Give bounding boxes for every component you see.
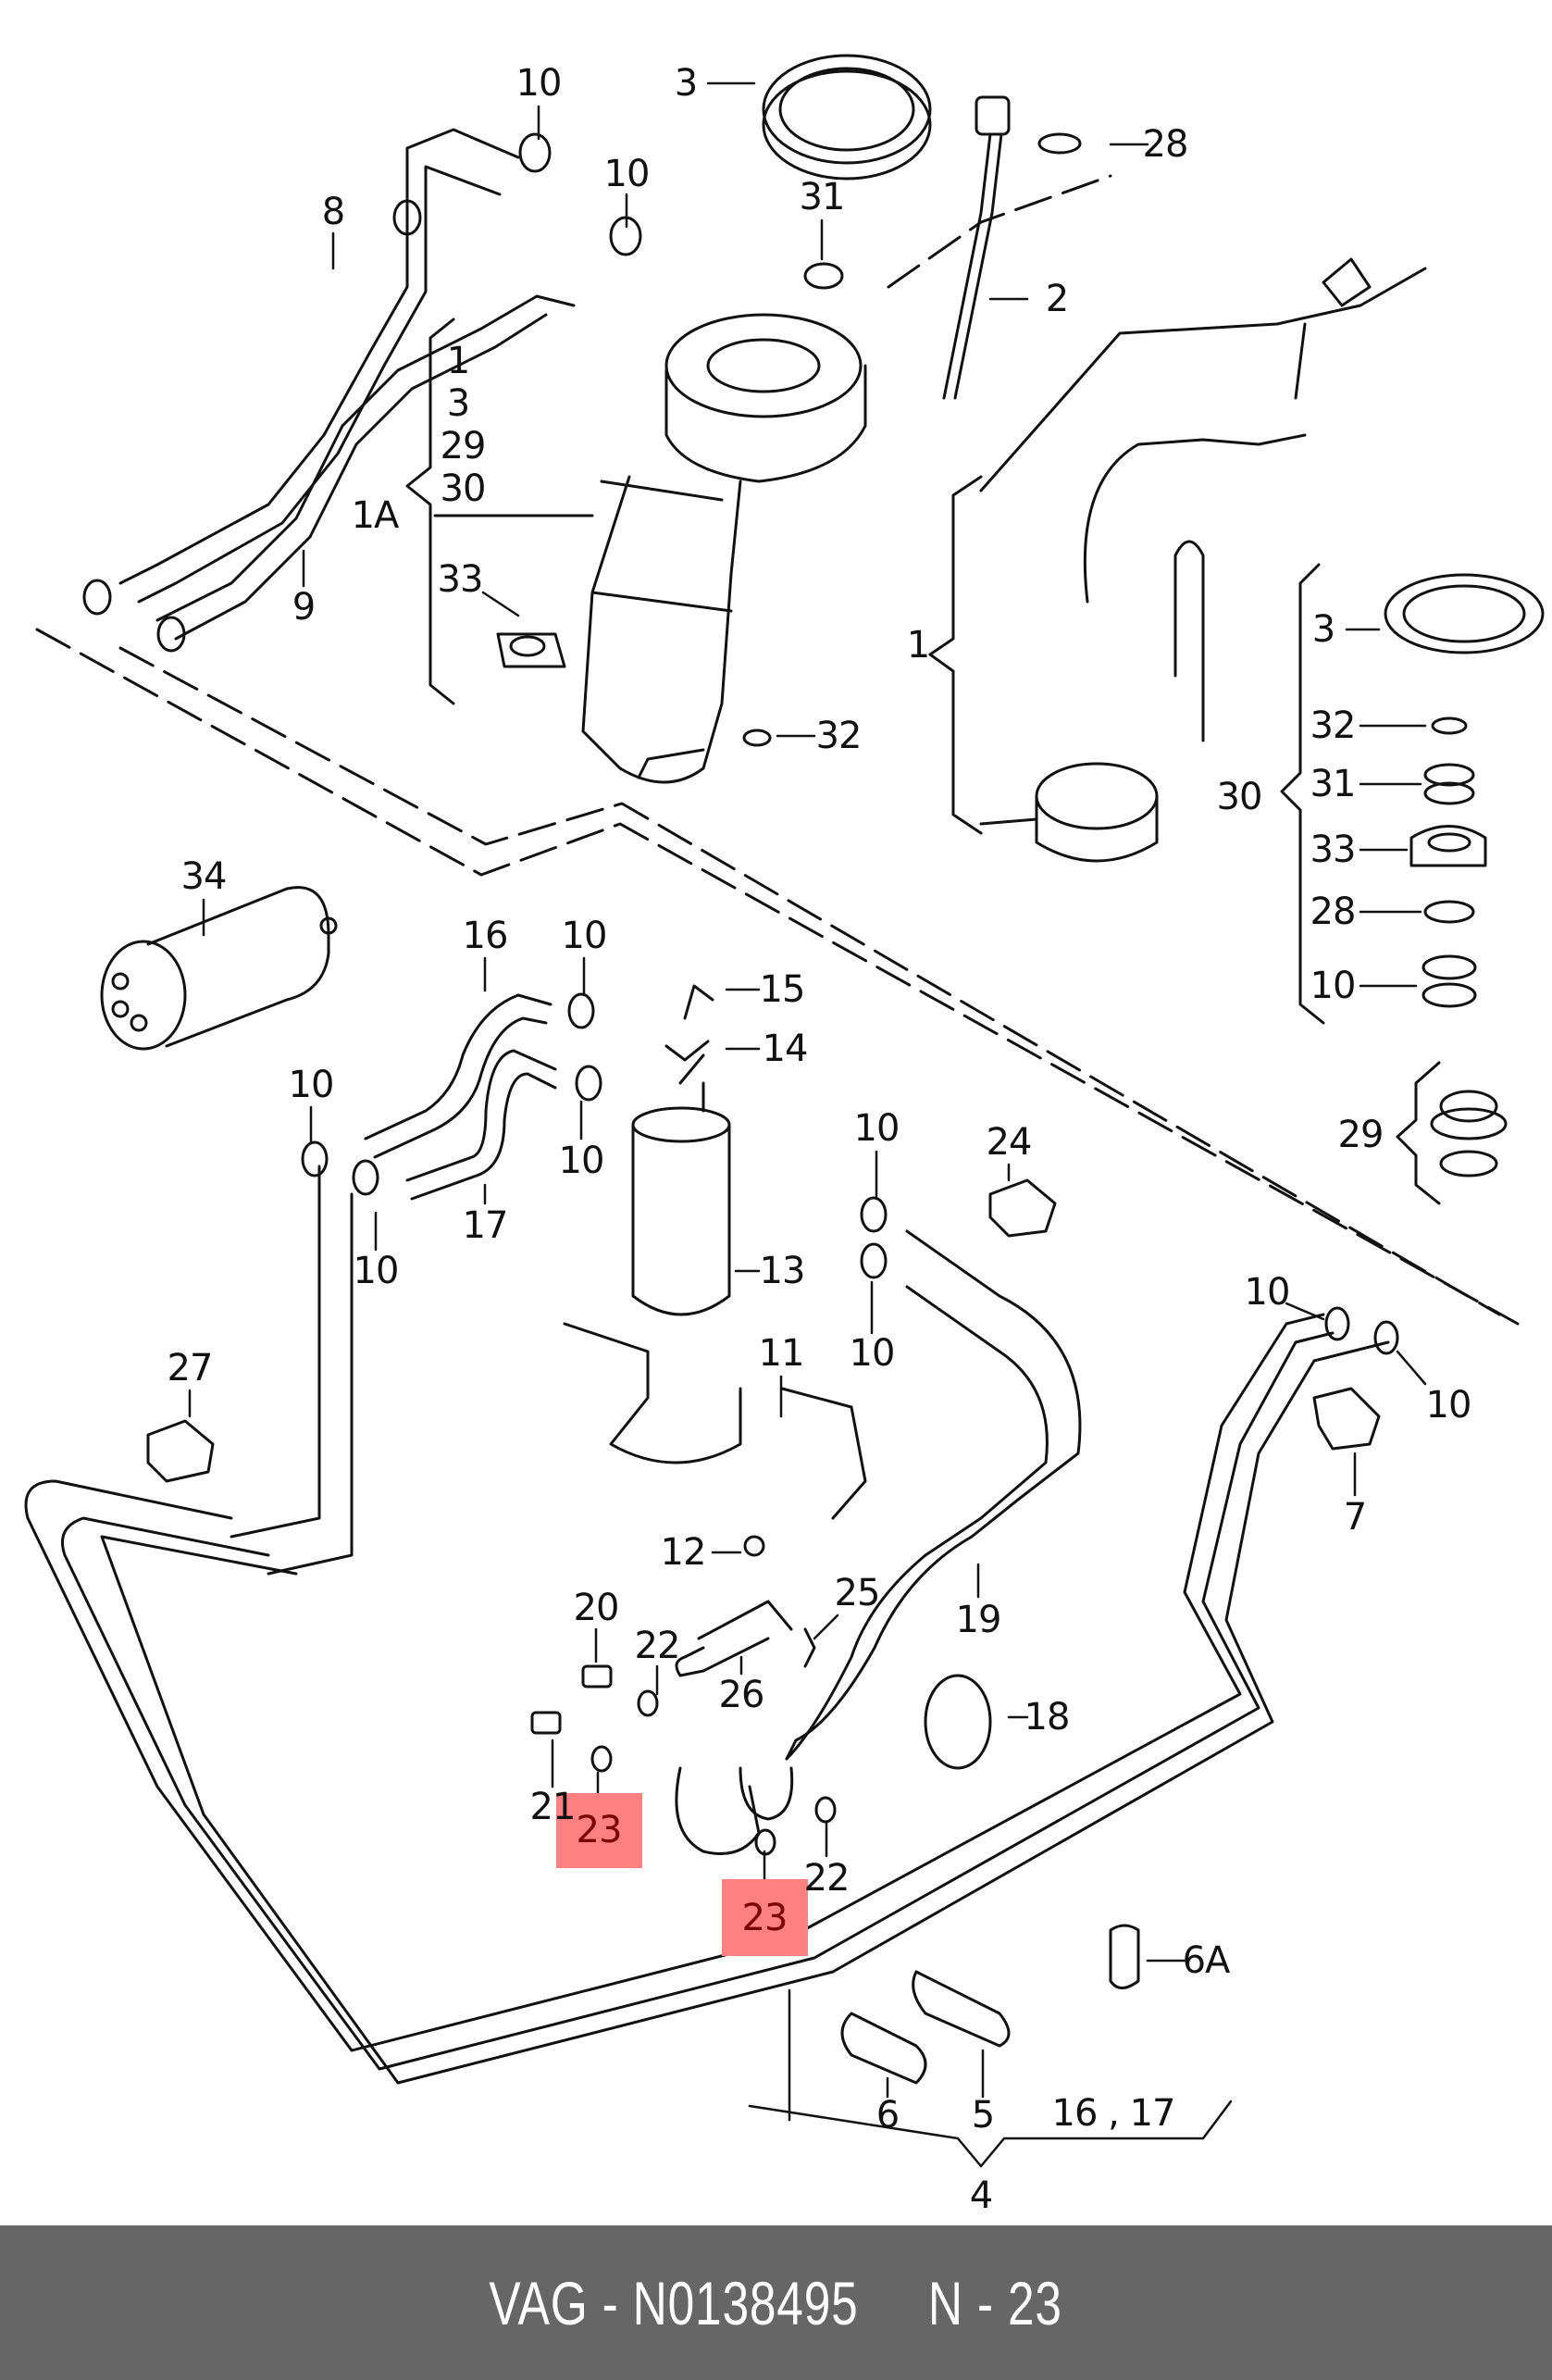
kit-callout-33: 33	[1310, 829, 1357, 871]
kit-callout-10: 10	[1310, 965, 1357, 1007]
callout-25: 25	[834, 1572, 881, 1614]
callout-27: 27	[167, 1347, 214, 1389]
callout-9: 9	[292, 586, 316, 629]
callout-17: 17	[462, 1204, 509, 1247]
clip-5	[912, 1970, 1011, 2048]
bolt-21	[530, 1711, 562, 1735]
callout-14: 14	[762, 1028, 809, 1070]
kit-callout-30: 30	[1216, 776, 1263, 818]
plug-6A	[1109, 1924, 1140, 1989]
callout-1a: 1A	[351, 494, 400, 537]
callout-16: 16	[462, 915, 509, 957]
flange-33-left	[496, 632, 566, 668]
part-number-footer: VAG - N0138495 N - 23	[0, 2225, 1552, 2380]
callout-22: 22	[634, 1625, 681, 1667]
kit-callout-31: 31	[1310, 763, 1357, 805]
callout-10: 10	[1425, 1384, 1472, 1427]
callout-12: 12	[660, 1531, 707, 1574]
highlight-23-a	[556, 1793, 642, 1868]
callout-6: 6	[875, 2094, 900, 2137]
pump-module-1	[979, 257, 1427, 863]
callout-31: 31	[799, 176, 846, 218]
callout-18: 18	[1024, 1696, 1071, 1738]
callout-21: 21	[529, 1786, 577, 1828]
callout-10: 10	[515, 62, 563, 105]
callout-10: 10	[353, 1250, 400, 1292]
callout-23-highlighted: 23	[741, 1897, 788, 1939]
callout-7: 7	[1343, 1496, 1367, 1539]
callout-11: 11	[758, 1332, 805, 1375]
group-item-29: 29	[440, 425, 487, 467]
parts-diagram: 10 3 28 10 31 8 2 1 3 29 30 1A 9 33 32 1…	[24, 54, 1545, 2217]
callout-10: 10	[561, 915, 608, 957]
fuel-sender-2	[942, 95, 1082, 400]
callout-4: 4	[969, 2174, 993, 2217]
callout-8: 8	[321, 191, 345, 233]
bolt-20	[581, 1664, 613, 1688]
return-hoses	[785, 1229, 1082, 1761]
hose-9	[155, 294, 576, 641]
leader-lines	[188, 81, 1427, 2168]
callout-19: 19	[955, 1599, 1002, 1641]
clamp-18	[924, 1674, 992, 1770]
clip-6	[840, 2012, 927, 2085]
callout-5: 5	[971, 2094, 995, 2137]
callout-10: 10	[849, 1332, 896, 1375]
hose-16-17	[230, 993, 557, 1576]
callout-33: 33	[437, 558, 484, 601]
fuel-filter-13	[563, 984, 867, 1557]
braces	[405, 318, 1441, 1205]
fitting	[675, 1766, 761, 1855]
callout-22: 22	[803, 1857, 850, 1900]
callout-10: 10	[1244, 1271, 1291, 1314]
callout-2: 2	[1045, 278, 1069, 320]
callout-32: 32	[815, 715, 863, 757]
group-item-3: 3	[446, 382, 470, 425]
kit-callout-28: 28	[1310, 891, 1357, 933]
pump-module-1a	[581, 313, 867, 784]
callout-20: 20	[573, 1587, 620, 1629]
small-parts	[146, 1178, 1381, 2085]
bracket-26	[675, 1600, 793, 1677]
highlight-23-b	[722, 1879, 808, 1956]
callout-23-highlighted: 23	[576, 1809, 623, 1851]
callout-24: 24	[986, 1121, 1033, 1164]
callout-34: 34	[180, 855, 228, 898]
callout-26: 26	[718, 1674, 765, 1716]
seal-ring-3-top	[762, 54, 932, 181]
callout-3: 3	[674, 62, 698, 105]
clamps-top	[82, 132, 642, 653]
callout-29: 29	[1337, 1114, 1384, 1156]
part-number-text: VAG - N0138495 N - 23	[489, 2268, 1063, 2337]
clip-25	[803, 1627, 816, 1668]
group-item-1: 1	[446, 340, 470, 382]
group-item-30: 30	[440, 467, 487, 510]
tank-outline	[35, 174, 1520, 1326]
kit-callout-3: 3	[1311, 608, 1335, 651]
seal-32-left	[742, 729, 772, 747]
diagram-drawing	[24, 54, 1545, 2168]
fuel-lines	[24, 1313, 1390, 2085]
callout-10: 10	[603, 153, 651, 195]
clip-7	[1312, 1387, 1381, 1451]
pump-34	[100, 886, 338, 1051]
clamps-middle	[301, 992, 1399, 1355]
clip-27	[146, 1419, 215, 1483]
callout-16-17: 16 , 17	[1051, 2092, 1176, 2135]
kit-30-items	[1384, 573, 1545, 1178]
callout-28: 28	[1142, 123, 1189, 166]
callout-1: 1	[906, 624, 930, 667]
callout-15: 15	[759, 968, 806, 1011]
kit-callout-32: 32	[1310, 704, 1357, 747]
callout-6a: 6A	[1182, 1939, 1231, 1982]
callout-10: 10	[558, 1140, 605, 1182]
bracket-24	[988, 1178, 1057, 1238]
callout-13: 13	[759, 1250, 806, 1292]
callout-10: 10	[288, 1064, 335, 1106]
seal-31-top	[803, 262, 844, 290]
hose-8	[118, 128, 520, 604]
callout-10: 10	[853, 1107, 900, 1150]
